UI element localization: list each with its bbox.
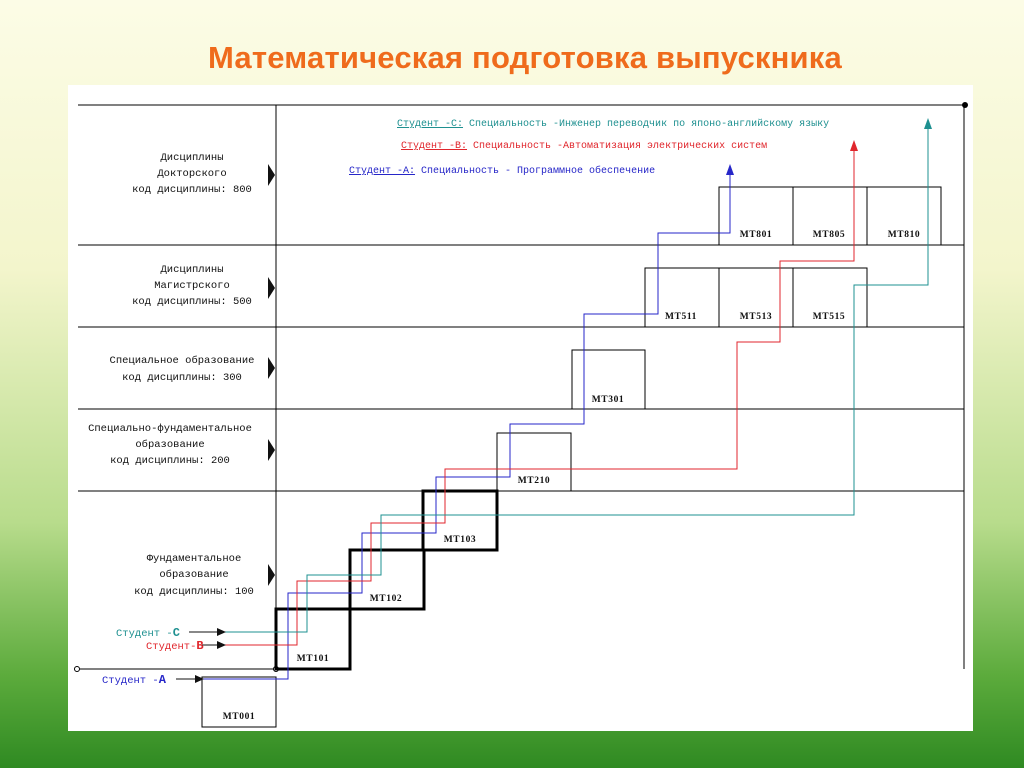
corner-dot bbox=[962, 102, 968, 108]
level-100-line3: код дисциплины: 100 bbox=[134, 586, 254, 598]
course-label-mt515: MT515 bbox=[813, 312, 846, 322]
course-diagram: Дисциплины Докторского код дисциплины: 8… bbox=[74, 102, 968, 728]
path-student-a bbox=[176, 170, 731, 680]
course-label-mt102: MT102 bbox=[370, 594, 403, 604]
pointer-300-icon bbox=[268, 357, 275, 379]
pointer-200-icon bbox=[268, 439, 275, 461]
course-label-mt001: MT001 bbox=[223, 712, 256, 722]
course-label-mt810: MT810 bbox=[888, 230, 921, 240]
level-100-line2: образование bbox=[159, 568, 228, 581]
level-100-line1: Фундаментальное bbox=[147, 553, 242, 565]
course-label-mt511: MT511 bbox=[665, 312, 697, 322]
level-800-line2: Докторского bbox=[157, 168, 226, 180]
level-200-line2: образование bbox=[135, 438, 204, 451]
origin-left-marker bbox=[74, 666, 80, 672]
level-800-line1: Дисциплины bbox=[160, 152, 223, 164]
course-label-mt805: MT805 bbox=[813, 230, 846, 240]
entry-arrow-c-icon bbox=[217, 628, 226, 636]
course-label-mt103: MT103 bbox=[444, 535, 477, 545]
level-500-line3: код дисциплины: 500 bbox=[132, 296, 252, 308]
course-label-mt801: MT801 bbox=[740, 230, 773, 240]
arrow-student-c-icon bbox=[924, 118, 932, 129]
level-200-line3: код дисциплины: 200 bbox=[110, 455, 230, 467]
diagram-panel: Дисциплины Докторского код дисциплины: 8… bbox=[68, 85, 973, 731]
course-box-mt301 bbox=[571, 349, 646, 410]
level-300-line2: код дисциплины: 300 bbox=[122, 372, 242, 384]
course-box-mt210 bbox=[496, 432, 572, 492]
pointer-800-icon bbox=[268, 164, 275, 186]
pointer-100-icon bbox=[268, 564, 275, 586]
arrow-student-b-icon bbox=[850, 140, 858, 151]
level-pointers bbox=[268, 164, 275, 586]
entry-label-student-c: Студент -C bbox=[116, 626, 180, 640]
pointer-500-icon bbox=[268, 277, 275, 299]
level-800-line3: код дисциплины: 800 bbox=[132, 184, 252, 196]
entry-label-student-b: Студент-B bbox=[146, 639, 204, 653]
level-500-line2: Магистрского bbox=[154, 280, 230, 292]
course-label-mt210: MT210 bbox=[518, 476, 551, 486]
legend-student-c: Студент -С: Специальность -Инженер перев… bbox=[397, 118, 829, 130]
level-200-line1: Специально-фундаментальное bbox=[88, 422, 252, 435]
path-student-b bbox=[216, 147, 855, 646]
course-box-mt515 bbox=[792, 267, 868, 328]
level-300-line1: Специальное образование bbox=[110, 354, 255, 367]
entry-arrow-a-icon bbox=[195, 675, 204, 683]
course-label-mt101: MT101 bbox=[297, 654, 330, 664]
course-box-mt102 bbox=[348, 548, 426, 611]
entry-label-student-a: Студент -A bbox=[102, 673, 167, 687]
page-title: Математическая подготовка выпускника bbox=[208, 40, 842, 75]
arrow-student-a-icon bbox=[726, 164, 734, 175]
path-student-c bbox=[216, 125, 929, 633]
course-label-mt301: MT301 bbox=[592, 395, 625, 405]
course-box-mt103 bbox=[421, 489, 499, 552]
entry-arrow-b-icon bbox=[217, 641, 226, 649]
course-box-mt001 bbox=[201, 676, 277, 728]
legend-student-b: Студент -В: Специальность -Автоматизация… bbox=[401, 141, 767, 152]
level-500-line1: Дисциплины bbox=[160, 264, 223, 276]
course-box-mt810 bbox=[866, 186, 942, 246]
course-box-mt101 bbox=[274, 607, 352, 671]
course-label-mt513: MT513 bbox=[740, 312, 773, 322]
legend-student-a: Студент -А: Специальность - Программное … bbox=[349, 164, 655, 177]
